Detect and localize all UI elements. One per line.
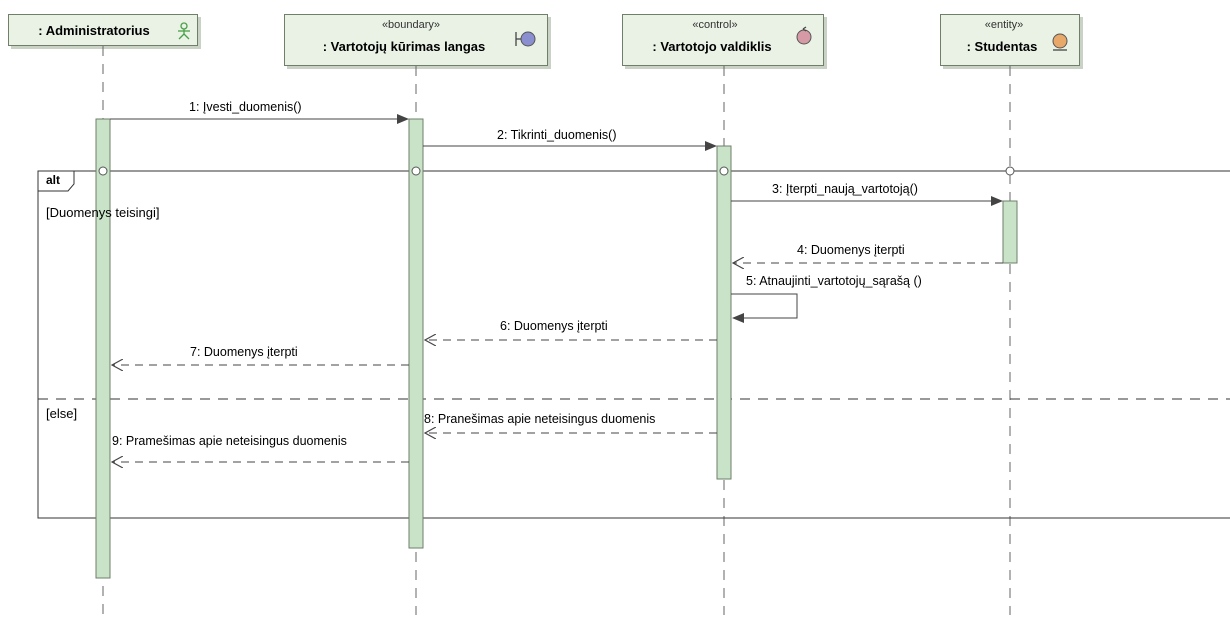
message-1-label: 1: Įvesti_duomenis() (189, 100, 302, 114)
entity-icon (1052, 33, 1068, 51)
guard-condition-else: [else] (46, 406, 78, 421)
activation-entity (1002, 200, 1018, 264)
activation-control (716, 145, 732, 480)
lifeline-stereotype: «entity» (984, 19, 1024, 31)
alt-operator: alt (46, 173, 61, 187)
lifeline-name: : Administratorius (38, 23, 150, 38)
alt-fragment-tag (37, 170, 75, 192)
lifeline-head-boundary[interactable]: «boundary» : Vartotojų kūrimas langas (284, 14, 548, 66)
activation-admin (95, 118, 111, 579)
actor-icon (178, 22, 190, 40)
message-2-label: 2: Tikrinti_duomenis() (497, 128, 617, 142)
lifeline-name: : Vartotojo valdiklis (652, 39, 772, 54)
lifeline-head-control[interactable]: «control» : Vartotojo valdiklis (622, 14, 824, 66)
lifeline-name: : Studentas (966, 39, 1038, 54)
lifeline-stereotype: «boundary» (381, 19, 441, 31)
message-7-label: 7: Duomenys įterpti (190, 345, 298, 359)
lifeline-stereotype: «control» (692, 19, 738, 31)
message-5-label: 5: Atnaujinti_vartotojų_sąrašą () (746, 274, 922, 288)
guard-condition-1: [Duomenys teisingi] (46, 205, 160, 220)
boundary-icon (515, 31, 536, 47)
message-5-arrow (731, 293, 798, 323)
lifeline-name: : Vartotojų kūrimas langas (322, 39, 486, 54)
message-8-label: 8: Pranešimas apie neteisingus duomenis (424, 412, 656, 426)
activation-boundary (408, 118, 424, 549)
control-icon (796, 26, 812, 45)
lifeline-head-entity[interactable]: «entity» : Studentas (940, 14, 1080, 66)
alt-fragment-frame (37, 170, 1230, 519)
message-3-label: 3: Įterpti_naują_vartotoją() (772, 182, 918, 196)
lifeline-head-admin[interactable]: : Administratorius (8, 14, 198, 46)
message-6-label: 6: Duomenys įterpti (500, 319, 608, 333)
message-9-label: 9: Pramešimas apie neteisingus duomenis (112, 434, 347, 448)
message-4-label: 4: Duomenys įterpti (797, 243, 905, 257)
